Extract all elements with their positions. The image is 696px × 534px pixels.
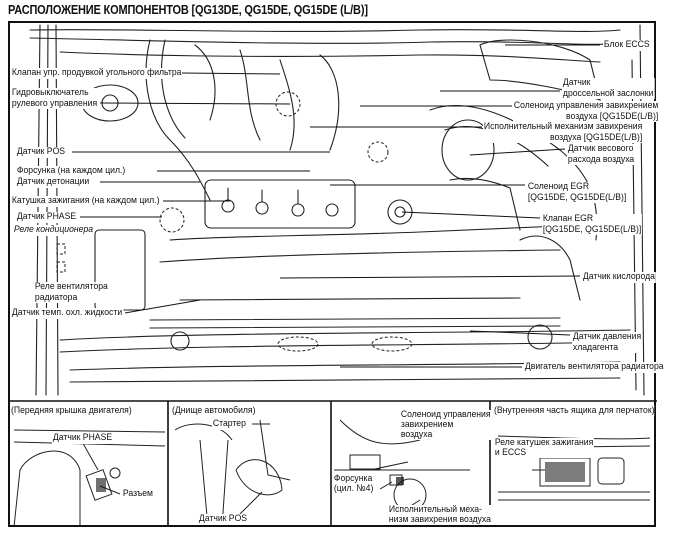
panel-front-cover-phase-sensor: Датчик PHASE (52, 432, 113, 444)
label-pos-sensor: Датчик POS (16, 146, 66, 158)
label-swirl-solenoid: Соленоид управления завихрением воздуха … (513, 100, 660, 122)
label-egr-valve: Клапан EGR [QG15DE, QG15DE(L/B)] (542, 213, 643, 235)
label-radiator-fan-motor: Двигатель вентилятора радиатора (524, 361, 665, 373)
label-swirl-actuator: Исполнительный механизм завихрения возду… (483, 121, 644, 143)
label-knock-sensor: Датчик детонации (16, 176, 91, 188)
label-oxygen-sensor: Датчик кислорода (582, 271, 656, 283)
label-eccs-unit: Блок ECCS (603, 39, 651, 51)
page-title: РАСПОЛОЖЕНИЕ КОМПОНЕНТОВ [QG13DE, QG15DE… (8, 3, 368, 17)
panel-underbody-pos-sensor: Датчик POS (198, 513, 248, 525)
label-throttle-sensor: Датчик дроссельной заслонки (562, 77, 655, 99)
label-radiator-fan-relay: Реле вентилятора радиатора (34, 281, 109, 303)
panel-front-cover-connector: Разъем (122, 488, 154, 500)
label-ignition-coil: Катушка зажигания (на каждом цил.) (11, 195, 161, 207)
panel-intake-injector-cyl4: Форсунка (цил. №4) (333, 473, 375, 494)
label-phase-sensor: Датчик PHASE (16, 211, 77, 223)
label-canister-purge-valve: Клапан упр. продувкой угольного фильтра (11, 67, 183, 79)
panel-underbody-starter: Стартер (212, 418, 247, 430)
label-ac-relay: Реле кондиционера (13, 224, 94, 236)
panel-underbody-title: (Днище автомобиля) (172, 405, 256, 416)
label-coolant-temp-sensor: Датчик темп. охл. жидкости (11, 307, 124, 319)
label-refrigerant-pressure-sensor: Датчик давления хладагента (572, 331, 643, 353)
panel-intake-swirl-actuator: Исполнительный меха- низм завихрения воз… (388, 504, 492, 525)
label-maf-sensor: Датчик весового расхода воздуха (567, 143, 636, 165)
panel-glovebox-relay: Реле катушек зажигания и ECCS (494, 437, 595, 458)
label-egr-solenoid: Соленоид EGR [QG15DE, QG15DE(L/B)] (527, 181, 628, 203)
panel-intake-swirl-solenoid: Соленоид управления завихрением воздуха (400, 409, 492, 440)
panel-glovebox-title: (Внутренняя часть ящика для перчаток) (494, 405, 655, 416)
label-injector: Форсунка (на каждом цил.) (16, 165, 127, 177)
panel-front-cover-title: (Передняя крышка двигателя) (11, 405, 132, 416)
label-power-steering-switch: Гидровыключатель рулевого управления (11, 87, 99, 109)
